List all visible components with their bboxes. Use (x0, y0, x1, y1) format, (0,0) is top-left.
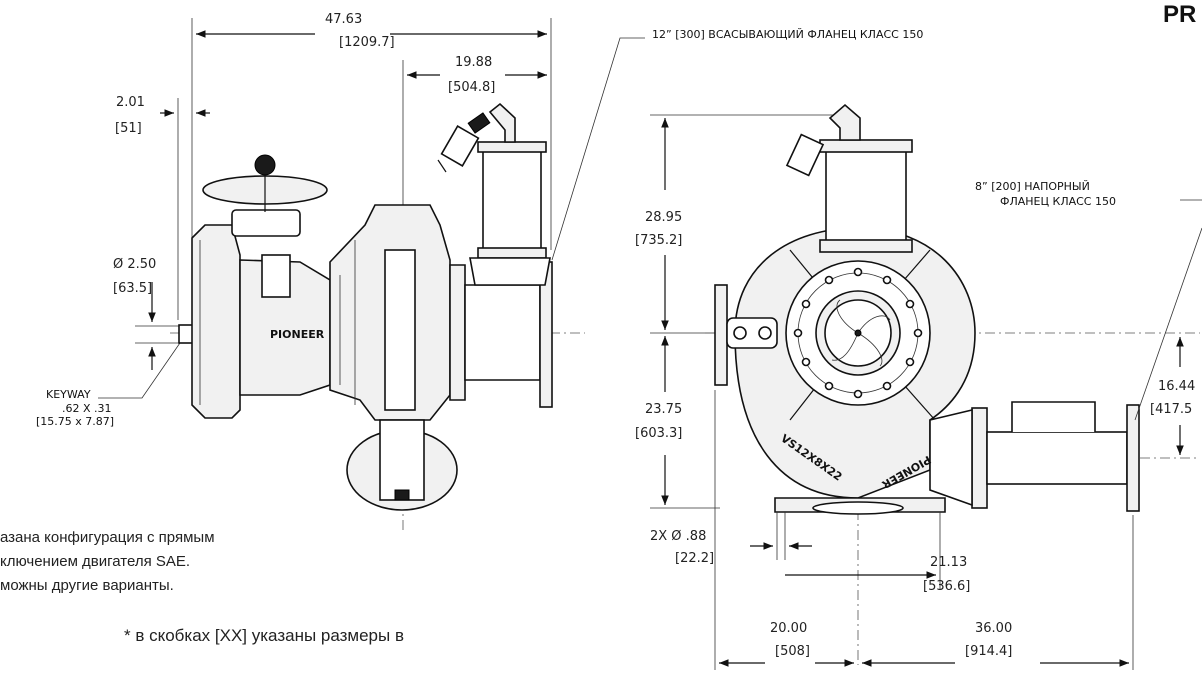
discharge-flange-label-1: 8” [200] НАПОРНЫЙ (975, 180, 1090, 193)
dim-left-width-in: 20.00 (770, 621, 807, 636)
dim-right-width-in: 36.00 (975, 621, 1012, 636)
note-line-2: ключением двигателя SAE. (0, 553, 190, 570)
dim-flange-offset-in: 19.88 (455, 55, 492, 70)
volute-rib (384, 249, 416, 411)
suction-flange-label: 12” [300] ВСАСЫВАЮЩИЙ ФЛАНЕЦ КЛАСС 150 (652, 28, 923, 41)
discharge-flange-outer (1126, 404, 1140, 512)
dim-flange-offset-mm: [504.8] (448, 80, 495, 95)
note-line-3: можны другие варианты. (0, 577, 174, 594)
dim-shaft-offset-in: 2.01 (116, 95, 145, 110)
dim-base-width-mm: [536.6] (923, 579, 970, 594)
flange-bolts (793, 267, 923, 399)
brand-title: PR (1163, 1, 1196, 28)
dim-base-width-in: 21.13 (930, 555, 967, 570)
air-release-valve (488, 102, 516, 143)
dim-discharge-height-mm: [417.5 (1150, 402, 1192, 417)
dim-height-lower-mm: [603.3] (635, 426, 682, 441)
notes: азана конфигурация с прямым ключением дв… (0, 529, 404, 645)
priming-tank (482, 149, 542, 263)
units-note: * в скобках [XX] указаны размеры в (124, 626, 404, 645)
engine-adapter (191, 224, 241, 419)
dim-overall-width-mm: [1209.7] (339, 35, 395, 50)
dim-mount-holes-mm: [22.2] (675, 551, 714, 566)
keyway-size-mm: [15.75 x 7.87] (36, 415, 114, 428)
dim-left-width-mm: [508] (775, 644, 810, 659)
dim-mount-holes-in: 2X Ø .88 (650, 529, 706, 544)
suction-spool (464, 284, 541, 381)
keyway-size-in: .62 X .31 (62, 402, 112, 415)
discharge-flange-label-2: ФЛАНЕЦ КЛАСС 150 (1000, 195, 1116, 208)
dim-shaft-offset-mm: [51] (115, 121, 142, 136)
front-side-flange (714, 284, 728, 386)
dim-height-upper-in: 28.95 (645, 210, 682, 225)
valve-handwheel-base (231, 209, 301, 237)
side-view: 47.63 [1209.7] 19.88 [504.8] 2.01 [51] Ø… (36, 12, 585, 530)
dim-shaft-dia-mm: [63.5] (113, 281, 152, 296)
valve-cap (254, 154, 276, 176)
side-casting-text: PIONEER (270, 328, 325, 341)
lower-elbow (379, 419, 425, 501)
dim-right-width-mm: [914.4] (965, 644, 1012, 659)
discharge-flange-inner (971, 407, 988, 509)
discharge-spool (986, 431, 1128, 485)
dim-discharge-height-in: 16.44 (1158, 379, 1195, 394)
drive-shaft (178, 324, 194, 344)
dim-shaft-dia-in: Ø 2.50 (113, 257, 156, 272)
dim-height-lower-in: 23.75 (645, 402, 682, 417)
front-air-valve (828, 103, 861, 141)
front-priming-tank (825, 149, 907, 251)
note-line-1: азана конфигурация с прямым (0, 529, 215, 546)
valve-body (261, 254, 291, 298)
dim-height-upper-mm: [735.2] (635, 233, 682, 248)
front-view: 12” [300] ВСАСЫВАЮЩИЙ ФЛАНЕЦ КЛАСС 150 2… (551, 28, 1202, 670)
dim-overall-width-in: 47.63 (325, 12, 362, 27)
keyway-label: KEYWAY (46, 388, 91, 401)
